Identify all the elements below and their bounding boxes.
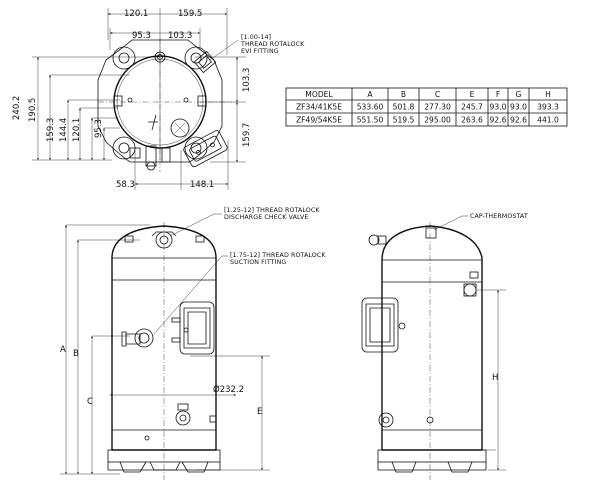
table-cell: 92.6 [510,115,527,124]
table-cell: 393.3 [537,102,559,111]
dim-letter-b: B [73,349,79,359]
dim-103-3-top: 103.3 [168,31,192,41]
dim-159-7-right: 159.7 [242,123,252,147]
evi-note-line-3: EVI FITTING [241,48,279,55]
table-header-cell: G [516,90,522,99]
table-header-cell: C [435,90,440,99]
dim-58-3: 58.3 [116,180,135,190]
thermostat-note: CAP-THERMOSTAT [470,213,528,220]
table-header-cell: A [367,90,373,99]
table-cell: 295.00 [424,115,451,124]
diameter-label: Ø232.2 [213,384,244,395]
dim-120-1-left: 120.1 [72,118,82,142]
table-cell: 277.30 [424,102,451,111]
side-view: A B C E Ø232.2 [60,207,326,480]
table-header-cell: B [401,90,406,99]
table-header-cell: E [470,90,475,99]
dim-148-1: 148.1 [190,180,214,190]
top-view: 120.1 159.5 95.3 103.3 240.2 190.5 159.3… [12,8,305,190]
table-cell: 92.6 [490,115,507,124]
table-cell: 441.0 [537,115,559,124]
table-cell: 519.5 [393,115,415,124]
dim-letter-a: A [60,345,66,355]
table-header-cell: MODEL [305,90,333,99]
dim-159-3: 159.3 [46,118,56,142]
table-cell: 245.7 [461,102,483,111]
table-cell: ZF49/54K5E [296,115,342,124]
table-cell: ZF34/41K5E [296,102,342,111]
discharge-note-line-1: [1.25-12] THREAD ROTALOCK [224,207,320,214]
table-header-cell: H [545,90,551,99]
table-header-cell: F [496,90,500,99]
end-view: H CAP-THERMOSTAT [361,213,528,480]
dimension-table [285,87,568,127]
evi-note-line-1: [1.00-14] [241,34,271,41]
table-cell: 533.60 [357,102,384,111]
dim-103-3-right: 103.3 [242,68,252,92]
dim-159-5-top: 159.5 [178,9,202,19]
table-cell: 501.8 [393,102,415,111]
dim-240-2: 240.2 [12,96,22,120]
dim-144-4: 144.4 [59,118,69,142]
dim-letter-e: E [257,407,262,417]
dim-letter-h: H [492,373,498,383]
table-cell: 93.0 [510,102,527,111]
dim-190-5: 190.5 [28,98,38,122]
suction-note-line-2: SUCTION FITTING [230,259,286,266]
table-cell: 263.6 [461,115,483,124]
dim-120-1-top: 120.1 [124,9,148,19]
discharge-note-line-2: DISCHARGE CHECK VALVE [224,214,308,221]
table-cell: 93.0 [490,102,507,111]
table-cell: 551.50 [357,115,384,124]
dim-letter-c: C [87,397,93,407]
suction-note-line-1: [1.75-12] THREAD ROTALOCK [230,252,326,259]
evi-note-line-2: THREAD ROTALOCK [240,41,305,48]
dim-95-3-top: 95.3 [132,31,151,41]
